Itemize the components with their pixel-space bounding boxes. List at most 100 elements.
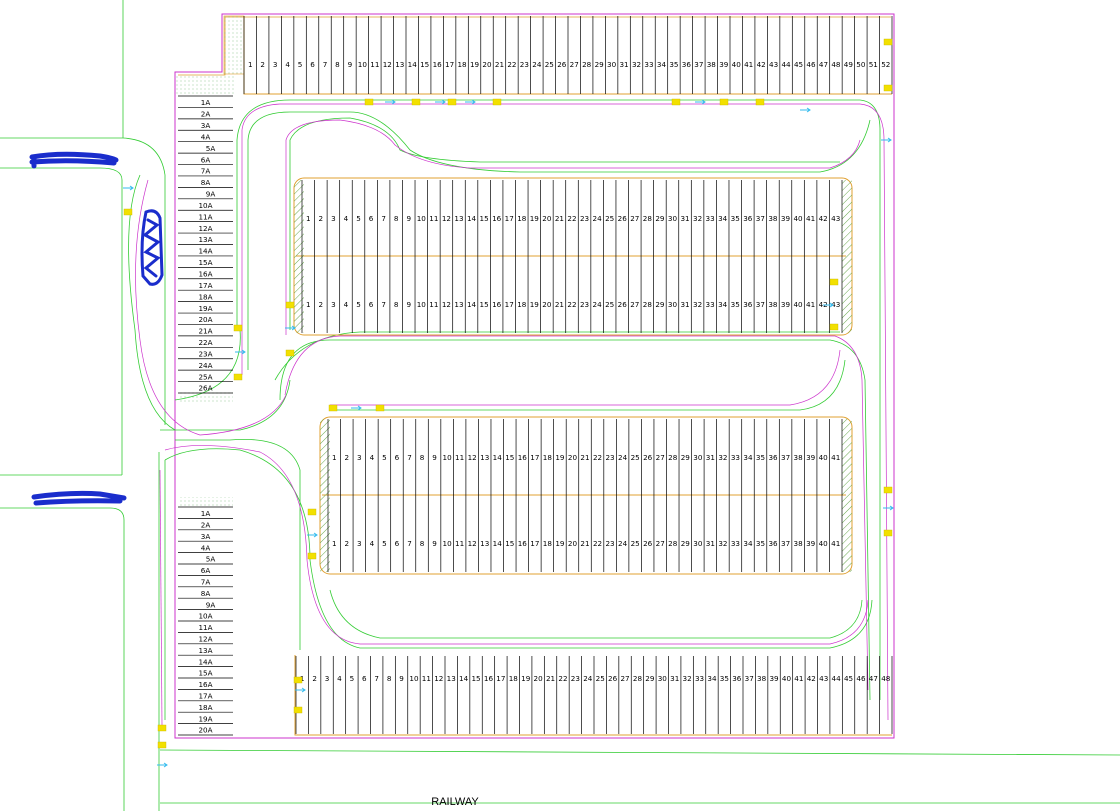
stall-number: 3 xyxy=(357,539,362,548)
stall-number: 26 xyxy=(557,60,567,69)
stall-label: 8A xyxy=(201,178,211,187)
flow-arrow xyxy=(695,99,706,105)
stall-number: 33 xyxy=(731,539,740,548)
stall-number: 39 xyxy=(781,214,791,223)
stall-number: 15 xyxy=(471,674,480,683)
stall-label: 11A xyxy=(198,212,212,221)
stall-number: 1 xyxy=(306,300,311,309)
stall-number: 24 xyxy=(593,214,603,223)
stall-label: 16A xyxy=(198,269,212,278)
stall-number: 31 xyxy=(680,214,689,223)
stall-number: 15 xyxy=(480,214,489,223)
yellow-marker xyxy=(157,724,167,732)
yellow-marker xyxy=(233,324,243,332)
stall-number: 32 xyxy=(683,674,692,683)
stall-number: 9 xyxy=(406,300,411,309)
stall-label: 19A xyxy=(198,304,212,313)
stall-number: 14 xyxy=(467,214,477,223)
stall-number: 10 xyxy=(443,453,453,462)
stall-number: 25 xyxy=(631,453,640,462)
stall-number: 14 xyxy=(493,539,503,548)
stall-number: 35 xyxy=(731,300,740,309)
stall-number: 37 xyxy=(745,674,754,683)
stall-number: 11 xyxy=(370,60,379,69)
stall-number: 19 xyxy=(555,453,565,462)
landscape-corner xyxy=(223,15,245,75)
stall-number: 40 xyxy=(732,60,742,69)
stall-number: 34 xyxy=(718,300,728,309)
stall-number: 29 xyxy=(681,453,691,462)
stall-number: 16 xyxy=(518,539,528,548)
stall-number: 29 xyxy=(595,60,605,69)
stall-number: 30 xyxy=(668,214,678,223)
stall-number: 18 xyxy=(457,60,467,69)
stall-number: 28 xyxy=(582,60,592,69)
stall-number: 21 xyxy=(580,539,589,548)
stall-number: 14 xyxy=(459,674,469,683)
yellow-marker xyxy=(883,84,893,92)
stall-label: 15A xyxy=(198,258,212,267)
stall-number: 18 xyxy=(517,214,527,223)
stall-number: 12 xyxy=(468,453,477,462)
stall-label: 9A xyxy=(206,600,216,609)
stall-number: 1 xyxy=(306,214,311,223)
scribble-upper-entry xyxy=(29,151,119,169)
stall-number: 41 xyxy=(806,214,815,223)
stall-number: 7 xyxy=(407,539,412,548)
stall-number: 37 xyxy=(781,539,790,548)
stall-number: 19 xyxy=(555,539,565,548)
stall-number: 7 xyxy=(381,214,386,223)
landscape-strip-west-top xyxy=(176,74,234,94)
stall-label: 19A xyxy=(198,714,212,723)
stall-number: 21 xyxy=(555,300,564,309)
stall-number: 9 xyxy=(348,60,353,69)
stall-number: 14 xyxy=(493,453,503,462)
stall-number: 38 xyxy=(794,539,804,548)
stall-number: 43 xyxy=(831,300,840,309)
stall-number: 27 xyxy=(656,453,665,462)
landscape-strip-lower xyxy=(178,497,233,507)
stall-number: 13 xyxy=(480,539,489,548)
yellow-marker xyxy=(328,404,338,412)
stall-number: 31 xyxy=(619,60,628,69)
yellow-marker xyxy=(411,98,421,106)
stall-number: 26 xyxy=(608,674,618,683)
stall-number: 8 xyxy=(335,60,340,69)
stall-number: 11 xyxy=(422,674,431,683)
stall-number: 6 xyxy=(362,674,367,683)
stall-number: 22 xyxy=(567,214,576,223)
yellow-marker xyxy=(233,373,243,381)
stall-number: 28 xyxy=(643,214,653,223)
stall-label: 17A xyxy=(198,281,212,290)
stall-number: 40 xyxy=(819,539,829,548)
stall-label: 9A xyxy=(206,190,216,199)
railway-label: RAILWAY xyxy=(431,796,479,808)
yellow-marker xyxy=(285,349,295,357)
stall-number: 24 xyxy=(618,453,628,462)
stall-number: 38 xyxy=(757,674,767,683)
stall-number: 32 xyxy=(718,539,727,548)
stall-number: 6 xyxy=(395,539,400,548)
stall-number: 15 xyxy=(505,539,514,548)
stall-number: 3 xyxy=(273,60,278,69)
flow-arrow xyxy=(435,99,446,105)
stall-number: 2 xyxy=(319,214,324,223)
stall-number: 32 xyxy=(632,60,641,69)
flow-arrow xyxy=(351,405,362,411)
stall-number: 31 xyxy=(706,453,715,462)
stall-number: 16 xyxy=(484,674,494,683)
stall-number: 37 xyxy=(694,60,703,69)
stall-number: 1 xyxy=(332,453,337,462)
stall-number: 40 xyxy=(782,674,792,683)
stall-number: 31 xyxy=(670,674,679,683)
stall-number: 39 xyxy=(806,453,816,462)
stall-label: 18A xyxy=(198,703,212,712)
stall-number: 17 xyxy=(530,453,539,462)
stall-label: 26A xyxy=(198,384,212,393)
stall-number: 42 xyxy=(757,60,766,69)
yellow-marker xyxy=(157,741,167,749)
stall-number: 13 xyxy=(454,300,463,309)
